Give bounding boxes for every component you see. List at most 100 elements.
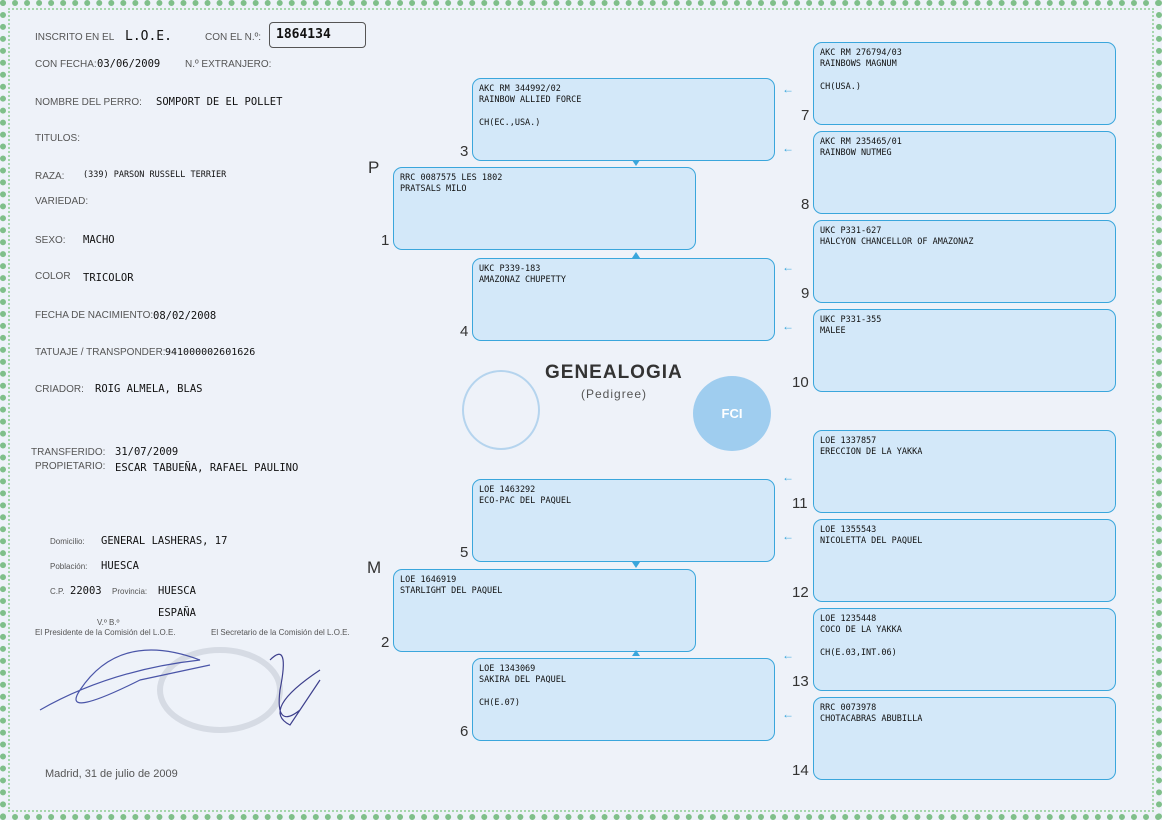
cp-label: C.P. bbox=[50, 587, 65, 596]
ancestor-reg: AKC RM 276794/03 bbox=[820, 48, 902, 58]
arrow-up-icon bbox=[632, 252, 640, 258]
transferido-label: TRANSFERIDO: bbox=[31, 447, 106, 458]
ancestor-number: 1 bbox=[381, 232, 390, 249]
ancestor-number: 6 bbox=[460, 723, 469, 740]
fci-seal: FCI bbox=[693, 376, 771, 451]
ancestor-name: STARLIGHT DEL PAQUEL bbox=[400, 586, 503, 596]
criador-label: CRIADOR: bbox=[35, 384, 84, 395]
ancestor-name: RAINBOW ALLIED FORCE bbox=[479, 95, 582, 105]
nacimiento-label: FECHA DE NACIMIENTO: bbox=[35, 310, 154, 321]
ancestor-name: AMAZONAZ CHUPETTY bbox=[479, 275, 566, 285]
mother-mark: M bbox=[367, 558, 382, 577]
provincia-value: HUESCA bbox=[158, 585, 196, 597]
arrow-down-icon bbox=[632, 562, 640, 568]
poblacion-value: HUESCA bbox=[101, 560, 139, 572]
place-date: Madrid, 31 de julio de 2009 bbox=[45, 768, 178, 780]
extranjero-label: N.º EXTRANJERO: bbox=[185, 59, 272, 70]
ancestor-name: HALCYON CHANCELLOR OF AMAZONAZ bbox=[820, 237, 974, 247]
tatuaje-value: 941000002601626 bbox=[165, 347, 256, 358]
ancestor-name: ECO-PAC DEL PAQUEL bbox=[479, 496, 572, 506]
arrow-left-icon: ← bbox=[782, 260, 794, 274]
ancestor-reg: UKC P331-355 bbox=[820, 315, 882, 325]
domicilio-value: GENERAL LASHERAS, 17 bbox=[101, 535, 228, 547]
titulos-label: TITULOS: bbox=[35, 133, 81, 144]
decorative-border-inner bbox=[8, 8, 1154, 812]
ancestor-name: RAINBOW NUTMEG bbox=[820, 148, 892, 158]
father-mark: P bbox=[368, 158, 380, 177]
arrow-up-icon bbox=[632, 650, 640, 656]
dog-name: SOMPORT DE EL POLLET bbox=[156, 96, 283, 108]
tatuaje-label: TATUAJE / TRANSPONDER: bbox=[35, 347, 166, 358]
ancestor-reg: RRC 0073978 bbox=[820, 703, 877, 713]
numero-label: CON EL N.º: bbox=[205, 32, 262, 43]
ancestor-number: 14 bbox=[792, 762, 809, 779]
ancestor-titles: CH(E.07) bbox=[479, 698, 520, 708]
poblacion-label: Población: bbox=[50, 562, 88, 571]
ancestor-number: 9 bbox=[801, 285, 810, 302]
ancestor-name: COCO DE LA YAKKA bbox=[820, 625, 902, 635]
registration-number: 1864134 bbox=[269, 22, 366, 48]
vb-label: V.º B.º bbox=[97, 618, 120, 627]
arrow-left-icon: ← bbox=[782, 470, 794, 484]
ancestor-number: 5 bbox=[460, 544, 469, 561]
ancestor-name: CHOTACABRAS ABUBILLA bbox=[820, 714, 923, 724]
sexo-label: SEXO: bbox=[35, 235, 66, 246]
inscrito-value: L.O.E. bbox=[125, 29, 172, 44]
cp-value: 22003 bbox=[70, 585, 102, 597]
ancestor-reg: LOE 1646919 bbox=[400, 575, 457, 585]
domicilio-label: Domicilio: bbox=[50, 537, 85, 546]
ancestor-reg: LOE 1235448 bbox=[820, 614, 877, 624]
arrow-left-icon: ← bbox=[782, 319, 794, 333]
ancestor-reg: LOE 1355543 bbox=[820, 525, 877, 535]
ancestor-number: 12 bbox=[792, 584, 809, 601]
ancestor-number: 11 bbox=[792, 495, 808, 512]
pedigree-subtitle: (Pedigree) bbox=[581, 387, 648, 401]
ancestor-reg: UKC P331-627 bbox=[820, 226, 882, 236]
raza-value: (339) PARSON RUSSELL TERRIER bbox=[83, 170, 227, 180]
presidente-label: El Presidente de la Comisión del L.O.E. bbox=[35, 628, 176, 637]
arrow-left-icon: ← bbox=[782, 529, 794, 543]
signatures-image bbox=[39, 647, 321, 733]
pais-value: ESPAÑA bbox=[158, 607, 196, 619]
arrow-left-icon: ← bbox=[782, 707, 794, 721]
ancestor-reg: AKC RM 344992/02 bbox=[479, 84, 561, 94]
transferido-value: 31/07/2009 bbox=[115, 446, 179, 458]
ancestor-number: 3 bbox=[460, 143, 469, 160]
color-label: COLOR bbox=[35, 271, 71, 282]
rsce-seal bbox=[462, 370, 540, 450]
pedigree-title: GENEALOGIA bbox=[545, 362, 683, 383]
nombre-label: NOMBRE DEL PERRO: bbox=[35, 97, 142, 108]
ancestor-name: RAINBOWS MAGNUM bbox=[820, 59, 897, 69]
secretario-label: El Secretario de la Comisión del L.O.E. bbox=[211, 628, 350, 637]
fecha-value: 03/06/2009 bbox=[97, 58, 161, 70]
ancestor-number: 2 bbox=[381, 634, 390, 651]
ancestor-name: MALEE bbox=[820, 326, 846, 336]
ancestor-reg: RRC 0087575 LES 1802 bbox=[400, 173, 503, 183]
ancestor-reg: LOE 1337857 bbox=[820, 436, 877, 446]
raza-label: RAZA: bbox=[35, 171, 65, 182]
arrow-left-icon: ← bbox=[782, 648, 794, 662]
ancestor-number: 7 bbox=[801, 107, 810, 124]
ancestor-titles: CH(EC.,USA.) bbox=[479, 118, 541, 128]
ancestor-name: SAKIRA DEL PAQUEL bbox=[479, 675, 566, 685]
ancestor-number: 10 bbox=[792, 374, 809, 391]
ancestor-name: ERECCION DE LA YAKKA bbox=[820, 447, 923, 457]
inscrito-label: INSCRITO EN EL bbox=[35, 32, 115, 43]
arrow-left-icon: ← bbox=[782, 141, 794, 155]
criador-value: ROIG ALMELA, BLAS bbox=[95, 383, 203, 395]
ancestor-titles: CH(USA.) bbox=[820, 82, 861, 92]
ancestor-number: 13 bbox=[792, 673, 809, 690]
ancestor-reg: LOE 1463292 bbox=[479, 485, 536, 495]
arrow-down-icon bbox=[632, 160, 640, 166]
